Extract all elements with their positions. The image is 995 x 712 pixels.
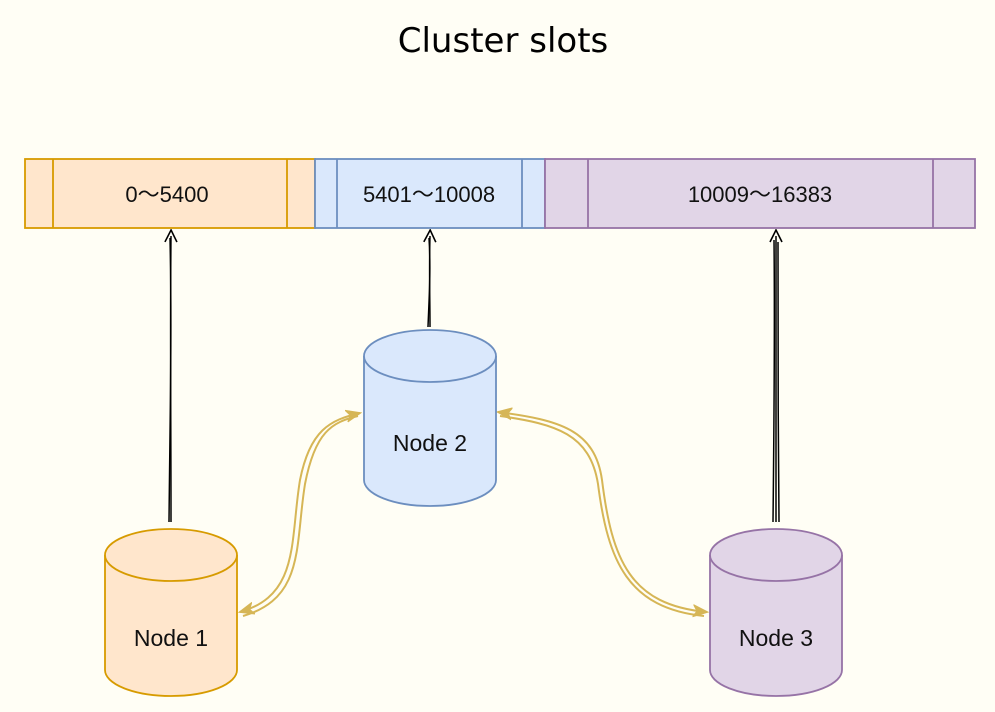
node2-to-slot-arrow [428, 236, 430, 328]
slot-range-2-label: 5401～10008 [363, 182, 495, 207]
node-2-cylinder: Node 2 [363, 329, 497, 507]
node1-to-slot-arrow [169, 236, 171, 523]
node-1-label: Node 1 [134, 625, 208, 651]
node3-to-slot-arrow [773, 236, 779, 523]
link-node1-node2 [240, 413, 360, 617]
slot-range-1: 0～5400 [24, 158, 316, 229]
node-1-cylinder: Node 1 [104, 528, 238, 697]
link-node2-node3 [498, 412, 707, 616]
slot-range-1-label: 0～5400 [125, 182, 208, 207]
diagram-title: Cluster slots [398, 21, 609, 61]
node-3-cylinder: Node 3 [709, 528, 843, 697]
slot-range-2: 5401～10008 [314, 158, 546, 229]
slot-range-3-label: 10009～16383 [688, 182, 832, 207]
node-2-label: Node 2 [393, 430, 467, 456]
slot-range-3: 10009～16383 [544, 158, 976, 229]
node-3-label: Node 3 [739, 625, 813, 651]
